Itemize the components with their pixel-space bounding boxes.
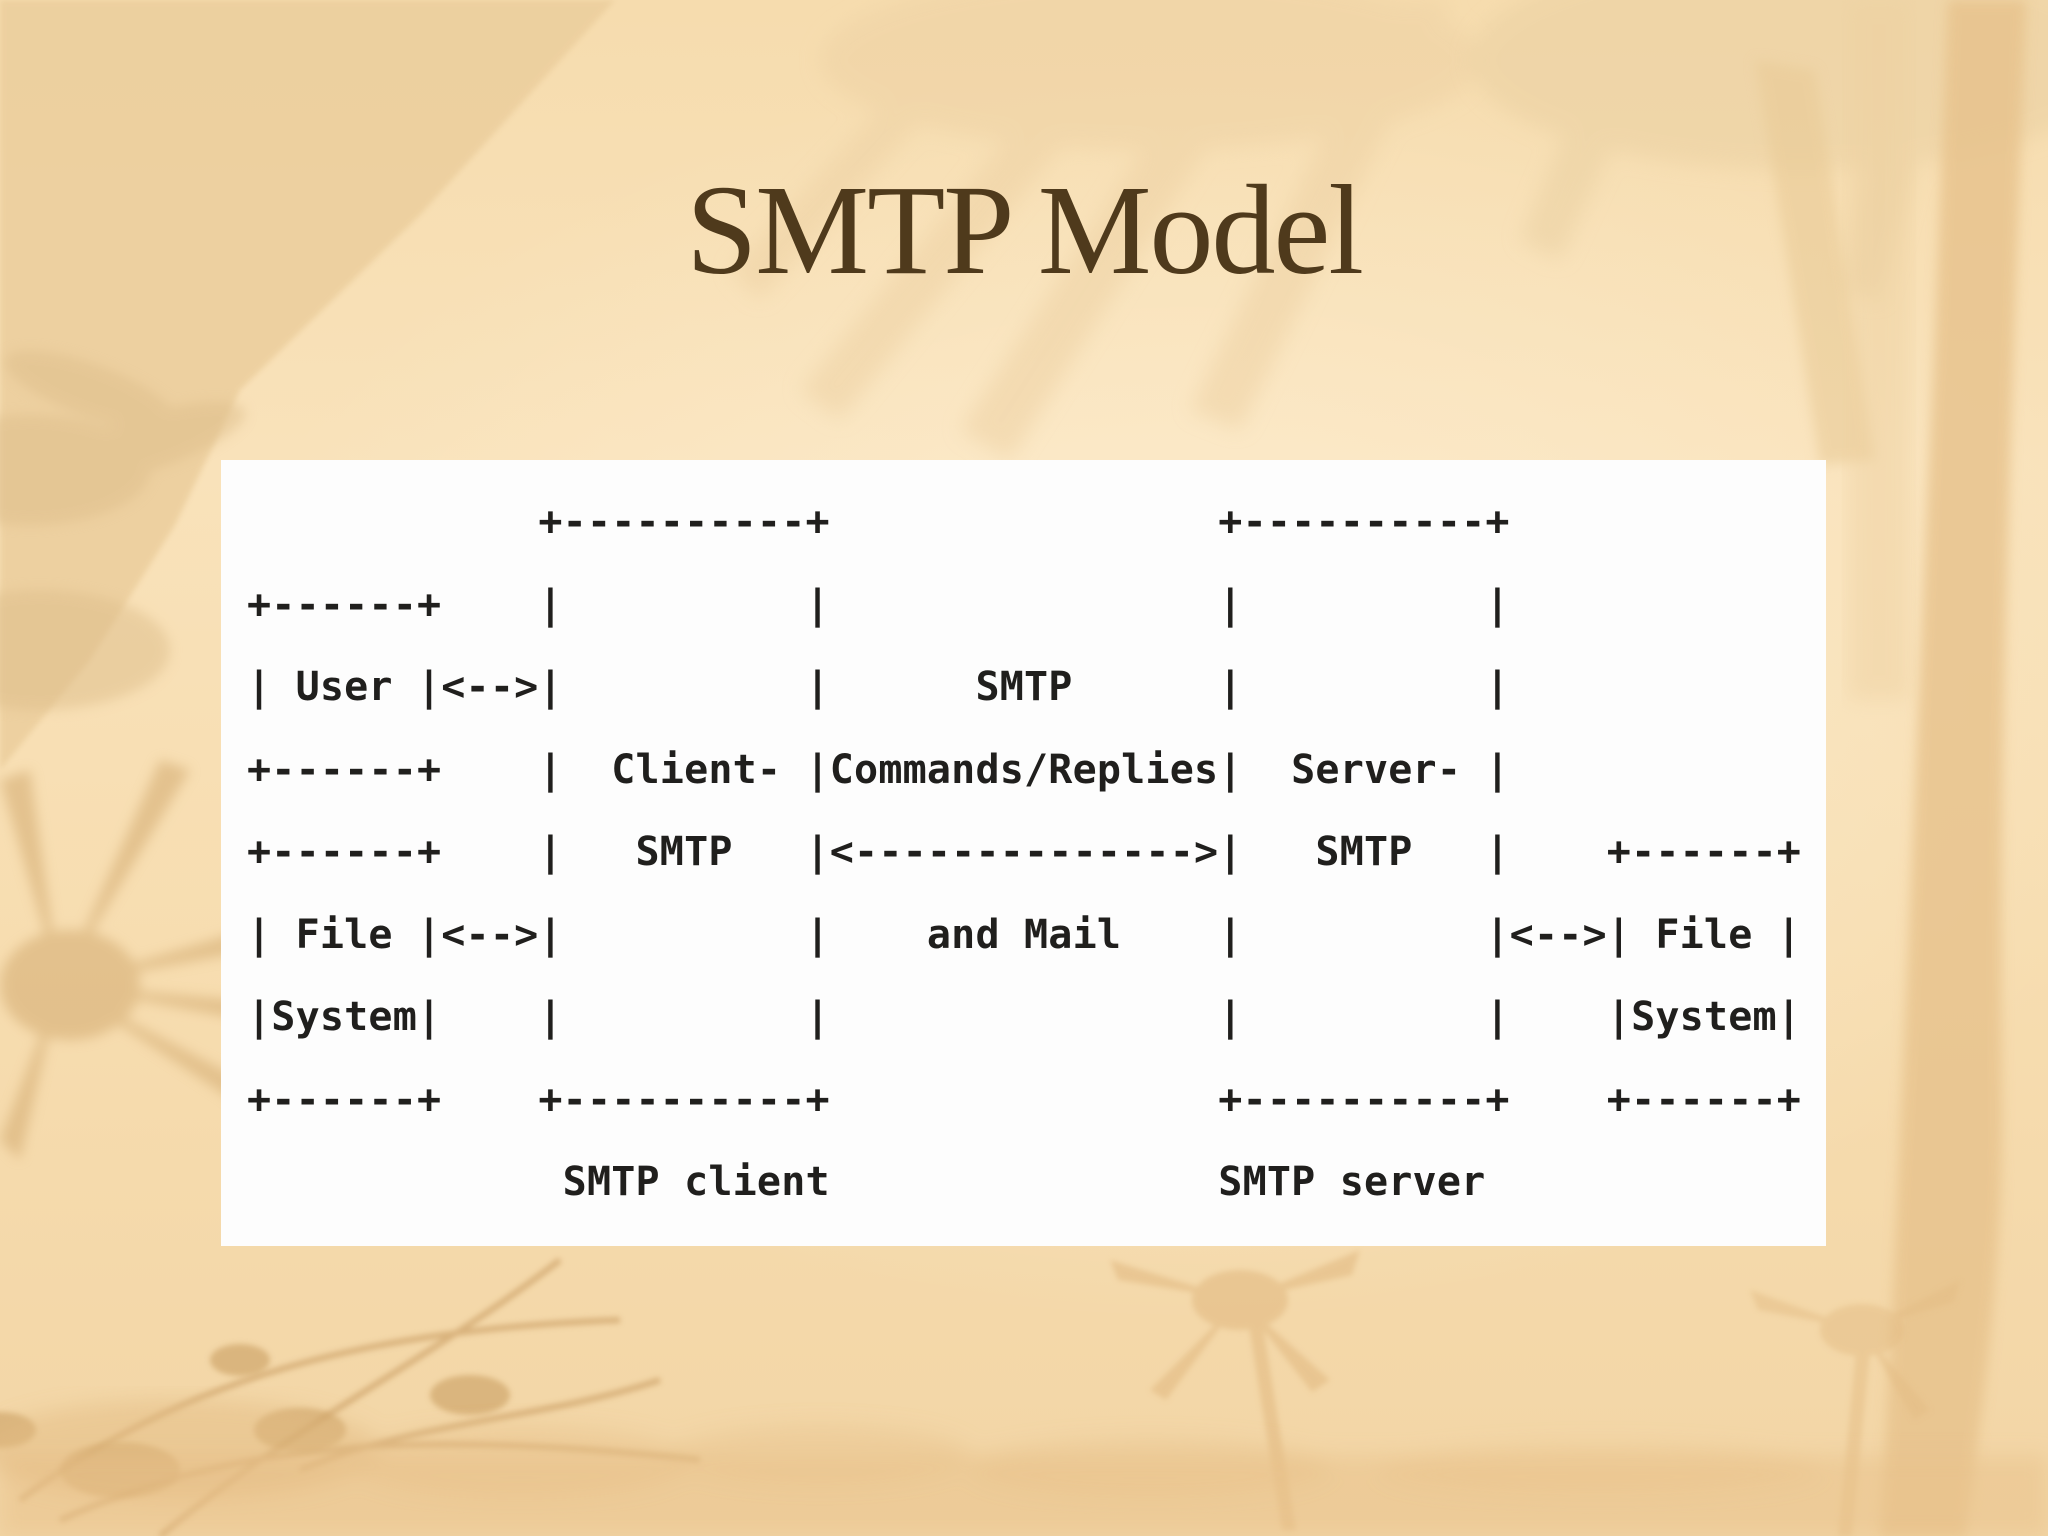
bottom-left-blossoms	[0, 1344, 510, 1498]
bottom-left-branches	[18, 1257, 701, 1536]
left-edge-fronds	[0, 350, 245, 710]
distant-palm-2	[1750, 1280, 1960, 1536]
diagram-panel: +----------+ +----------+ +------+ | | |…	[221, 460, 1826, 1246]
slide-title: SMTP Model	[686, 159, 1364, 301]
right-trunk-shadow	[1848, 0, 1910, 700]
smtp-ascii-diagram: +----------+ +----------+ +------+ | | |…	[247, 499, 1802, 1205]
distant-palm-1	[1110, 1250, 1360, 1530]
bottom-foliage-band	[0, 1400, 2048, 1536]
